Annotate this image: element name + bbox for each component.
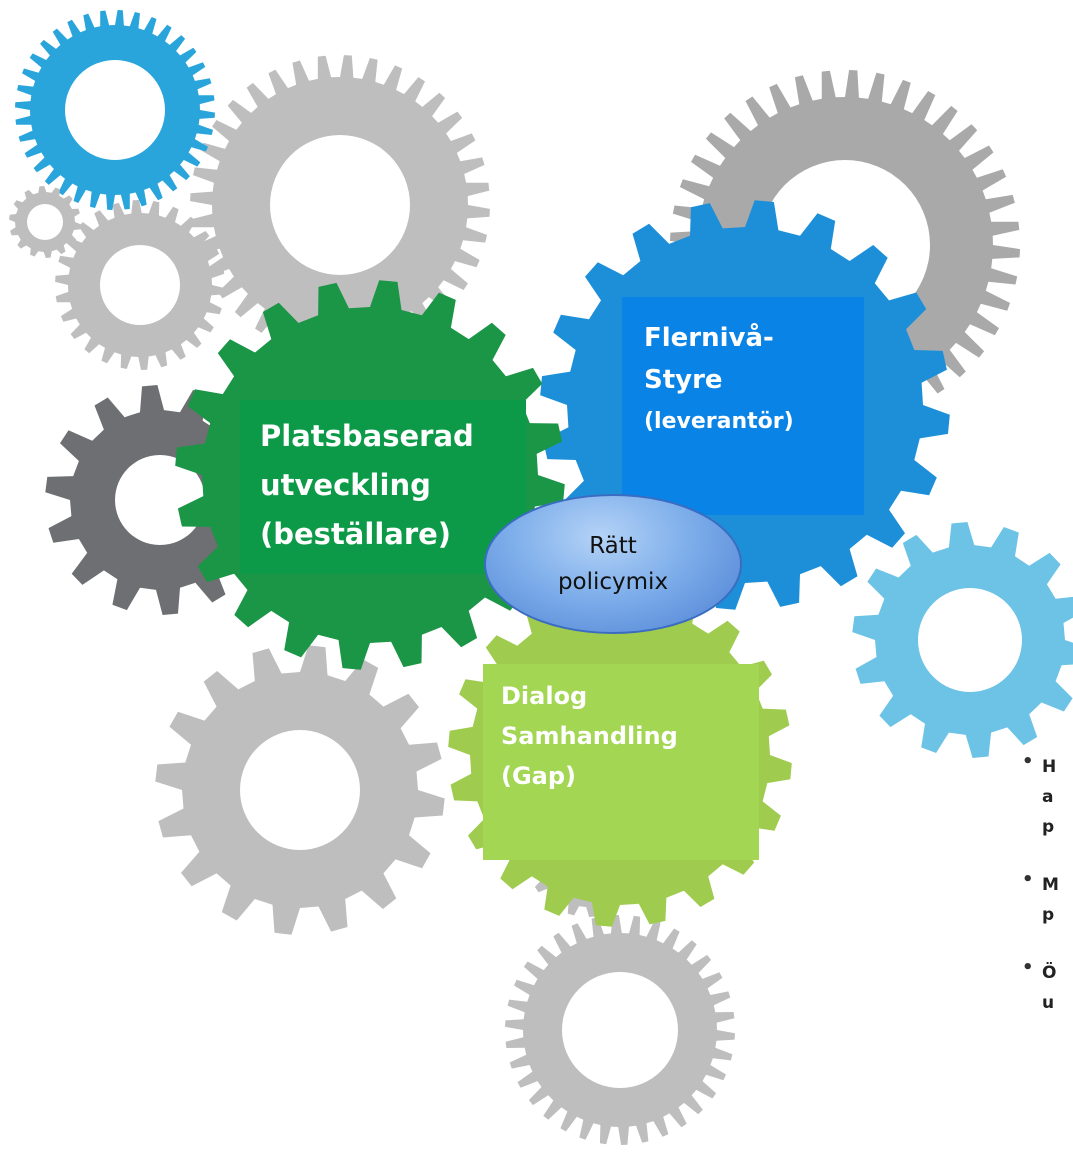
blue-gear-small — [15, 10, 215, 210]
plats-line3: (beställare) — [260, 517, 452, 551]
dialog-samhandling-box: Dialog Samhandling (Gap) — [483, 664, 759, 860]
platsbaserad-utveckling-box: Platsbaserad utveckling (beställare) — [240, 400, 526, 574]
center-line2: policymix — [557, 569, 669, 595]
plats-line1: Platsbaserad — [260, 419, 474, 453]
light-blue-gear — [852, 522, 1073, 758]
bullet-text: M — [1042, 875, 1059, 895]
gray-gear-top — [190, 55, 490, 355]
bullet-item: H a p — [1022, 751, 1059, 842]
flerniva-line1: Flernivå- — [644, 323, 774, 353]
bullet-text: Ö — [1042, 963, 1057, 983]
bullet-item: Ö u — [1022, 957, 1059, 1018]
gray-gear-tiny — [9, 186, 81, 258]
bullet-text: p — [1042, 905, 1055, 925]
ratt-policymix-ellipse: Rätt policymix — [484, 494, 742, 634]
bullet-text: u — [1042, 993, 1055, 1013]
dialog-line3: (Gap) — [501, 762, 577, 790]
flerniva-styre-box: Flernivå- Styre (leverantör) — [622, 297, 864, 515]
center-line1: Rätt — [589, 533, 637, 559]
dialog-line2: Samhandling — [501, 722, 678, 750]
dialog-line1: Dialog — [501, 682, 588, 710]
gray-gear-bottom — [505, 915, 735, 1145]
bullet-text: p — [1042, 817, 1055, 837]
bullet-text: H — [1042, 757, 1057, 777]
flerniva-line2: Styre — [644, 365, 723, 395]
bullet-list: H a p M p Ö u — [1022, 751, 1059, 1046]
flerniva-line3: (leverantör) — [644, 409, 794, 434]
bullet-text: a — [1042, 787, 1054, 807]
gray-gear-left — [55, 200, 225, 370]
bullet-item: M p — [1022, 869, 1059, 930]
plats-line2: utveckling — [260, 468, 431, 502]
light-gray-gear — [155, 645, 445, 935]
